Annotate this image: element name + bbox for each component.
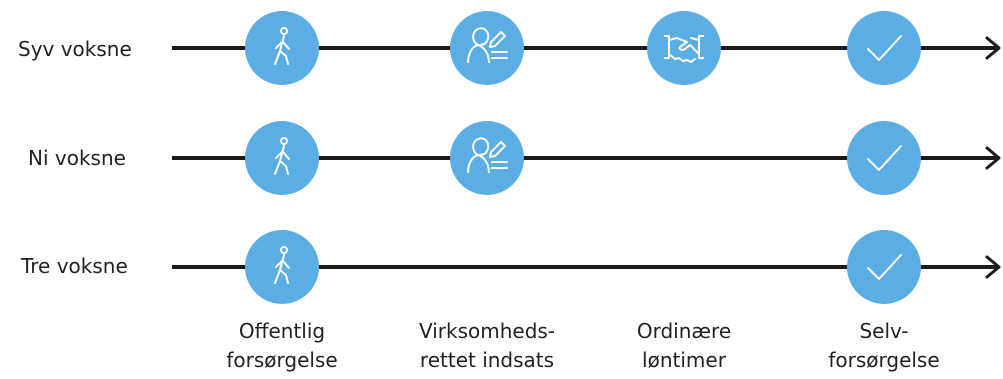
arrow-head-icon	[985, 255, 1001, 279]
column-label-line: Virksomheds-	[418, 319, 556, 343]
column-label-line: forsørgelse	[828, 348, 940, 372]
stage-node	[847, 121, 921, 195]
column-label-line: Offentlig	[238, 319, 326, 343]
column-label-line: rettet indsats	[419, 348, 555, 372]
row-label-tre-voksne: Tre voksne	[21, 254, 128, 278]
column-label-line: Ordinære	[636, 319, 732, 343]
stage-node	[245, 11, 319, 85]
column-label-line: forsørgelse	[226, 348, 338, 372]
arrow-head-icon	[985, 146, 1001, 170]
stage-node	[647, 11, 721, 85]
stage-node	[450, 121, 524, 195]
stage-node	[450, 11, 524, 85]
stage-node	[245, 230, 319, 304]
column-label-line: Selv-	[859, 319, 909, 343]
column-label-virksomhedsrettet-indsats: Virksomheds- rettet indsats	[402, 317, 572, 375]
stage-node	[245, 121, 319, 195]
row-label-syv-voksne: Syv voksne	[18, 37, 132, 61]
arrow-head-icon	[985, 36, 1001, 60]
stage-node	[847, 11, 921, 85]
row-label-ni-voksne: Ni voksne	[28, 146, 126, 170]
column-label-line: løntimer	[642, 348, 726, 372]
column-label-ordinaere-lontimer: Ordinære løntimer	[599, 317, 769, 375]
column-label-selvforsorgelse: Selv- forsørgelse	[799, 317, 969, 375]
stage-node	[847, 230, 921, 304]
column-label-offentlig-forsorgelse: Offentlig forsørgelse	[197, 317, 367, 375]
